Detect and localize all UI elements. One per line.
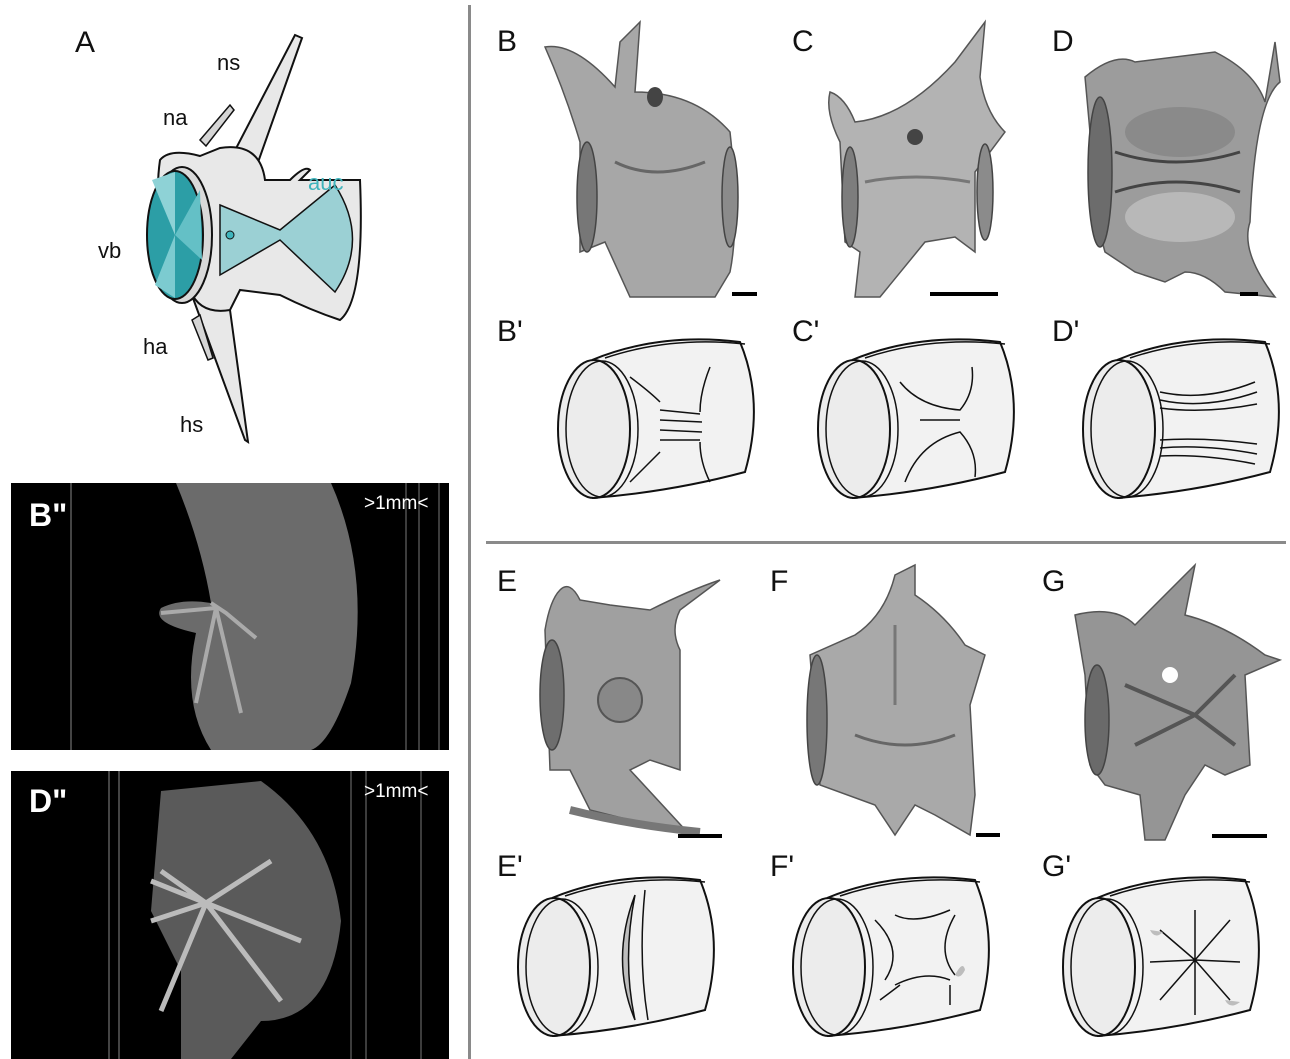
render-g [1065,565,1285,840]
render-b [525,22,765,297]
schematic-e-prime [510,870,730,1040]
panel-a-label: A [75,28,95,58]
abbr-na: na [163,107,187,129]
schematic-d-prime-label: D' [1052,317,1079,347]
render-b-label: B [497,27,517,57]
vertical-divider [468,5,471,1059]
schematic-e-prime-label: E' [497,852,523,882]
abbr-vb: vb [98,240,121,262]
horizontal-divider [486,541,1286,544]
scan-d-label: D" [29,785,67,817]
scan-b-grid [11,483,449,750]
abbr-ns: ns [217,52,240,74]
schematic-g-prime-label: G' [1042,852,1071,882]
schematic-c-prime-label: C' [792,317,819,347]
schematic-b-prime-label: B' [497,317,523,347]
render-e-label: E [497,567,517,597]
schematic-c-prime [810,332,1030,502]
render-d [1075,22,1285,297]
render-d-label: D [1052,27,1074,57]
scan-b-scale: >1mm< [364,494,428,513]
abbr-hs: hs [180,414,203,436]
render-e [530,570,730,840]
render-c-label: C [792,27,814,57]
schematic-g-prime [1055,870,1275,1040]
abbr-ha: ha [143,336,167,358]
schematic-d-prime [1075,332,1290,502]
scan-b-specimen [159,483,357,750]
abbr-auc: auc [308,172,343,194]
schematic-f-prime [785,870,1005,1040]
schematic-b-prime [550,332,770,502]
panel-a-vertebra-diagram [130,30,460,470]
neural-spine-ridge [200,105,234,146]
scan-panel-b-double-prime: B" >1mm< [11,483,449,750]
render-c [815,22,1015,297]
scan-b-label: B" [29,499,67,531]
scan-d-grid [11,771,449,1059]
scan-d-scale: >1mm< [364,782,428,801]
render-f [795,565,1005,835]
render-g-label: G [1042,567,1065,597]
render-f-label: F [770,567,788,597]
schematic-f-prime-label: F' [770,852,794,882]
scan-panel-d-double-prime: D" >1mm< [11,771,449,1059]
